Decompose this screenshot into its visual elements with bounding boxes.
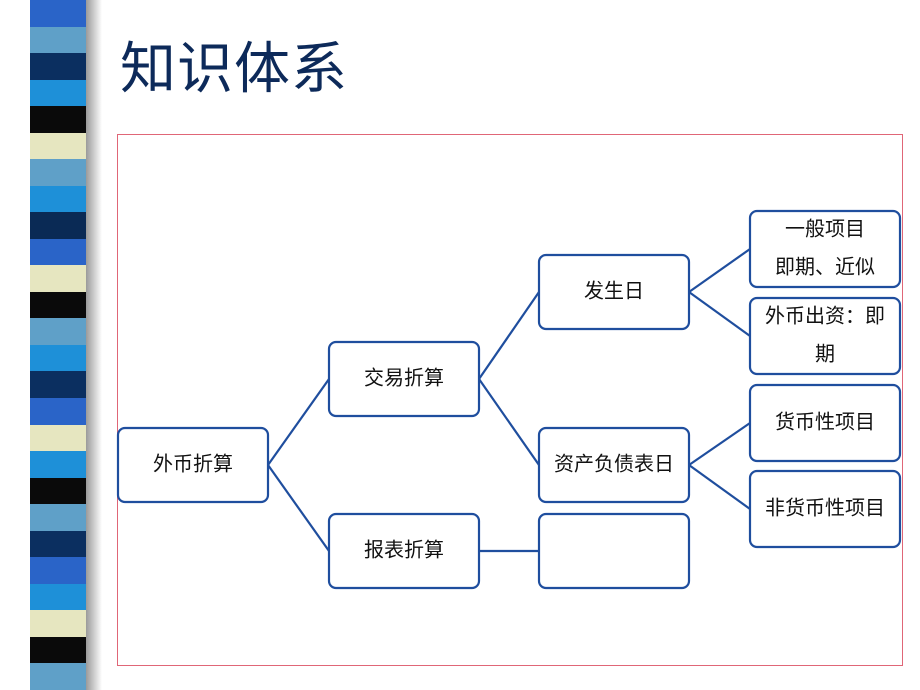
node-balance: 资产负债表日 [537, 426, 691, 504]
edge-occur-general [688, 248, 751, 293]
edge-trade-balance [478, 378, 540, 466]
stripe-segment [30, 212, 86, 239]
node-label-root: 外币折算 [153, 452, 233, 476]
node-label-monetary: 货币性项目 [775, 410, 875, 434]
edge-balance-nonmonetary [688, 464, 751, 510]
node-box-nonmonetary [748, 469, 902, 549]
stripe-segment [30, 79, 86, 107]
edge-occur-capital [688, 291, 751, 337]
stripe-segment [30, 371, 86, 398]
stripe-segment [30, 557, 86, 584]
stripe-segment [30, 583, 86, 611]
stripe-segment [30, 663, 86, 690]
edge-trade-occur [478, 291, 540, 380]
node-nonmonetary: 非货币性项目 [748, 469, 902, 549]
stripe-shadow [86, 0, 102, 690]
node-trade: 交易折算 [327, 340, 481, 418]
stripe-segment [30, 106, 86, 133]
stripe-segment [30, 424, 86, 452]
node-box-report [327, 512, 481, 590]
stripe-segment [30, 636, 86, 664]
page-title: 知识体系 [120, 37, 348, 102]
node-box-trade [327, 340, 481, 418]
edge-root-trade [267, 378, 330, 466]
stripe-segment [30, 238, 86, 266]
stripe-segment [30, 185, 86, 213]
stripe-segment [30, 318, 86, 345]
stripe-segment [30, 159, 86, 186]
edge-balance-monetary [688, 422, 751, 466]
node-capital: 外币出资：即期 [748, 296, 902, 376]
stripe-segment [30, 477, 86, 505]
stripe-segment [30, 530, 86, 558]
node-box-occur [537, 253, 691, 331]
stripe-segment [30, 451, 86, 478]
node-label-capital: 期 [815, 342, 835, 366]
node-box-root [116, 426, 270, 504]
node-label-report: 报表折算 [364, 538, 444, 562]
diagram-frame [117, 134, 903, 666]
stripe-segment [30, 397, 86, 425]
node-report: 报表折算 [327, 512, 481, 590]
node-label-general: 一般项目 [785, 217, 865, 241]
node-box-general [748, 209, 902, 289]
node-box-empty [537, 512, 691, 590]
node-label-occur: 发生日 [584, 279, 644, 303]
node-occur: 发生日 [537, 253, 691, 331]
stripe-segment [30, 53, 86, 80]
node-label-general: 即期、近似 [775, 255, 875, 279]
node-box-balance [537, 426, 691, 504]
stripe-segment [30, 132, 86, 160]
decorative-stripe-bar [30, 0, 86, 690]
stripe-segment [30, 504, 86, 531]
node-label-trade: 交易折算 [364, 366, 444, 390]
node-box-monetary [748, 383, 902, 463]
node-box-capital [748, 296, 902, 376]
stripe-segment [30, 291, 86, 319]
stripe-segment [30, 610, 86, 637]
node-monetary: 货币性项目 [748, 383, 902, 463]
stripe-segment [30, 265, 86, 292]
stripe-segment [30, 344, 86, 372]
stripe-segment [30, 0, 86, 27]
node-empty [537, 512, 691, 590]
node-root: 外币折算 [116, 426, 270, 504]
edge-root-report [267, 464, 330, 552]
node-label-nonmonetary: 非货币性项目 [765, 496, 885, 520]
node-label-balance: 资产负债表日 [554, 452, 674, 476]
node-label-capital: 外币出资：即 [765, 304, 885, 328]
stripe-segment [30, 26, 86, 54]
